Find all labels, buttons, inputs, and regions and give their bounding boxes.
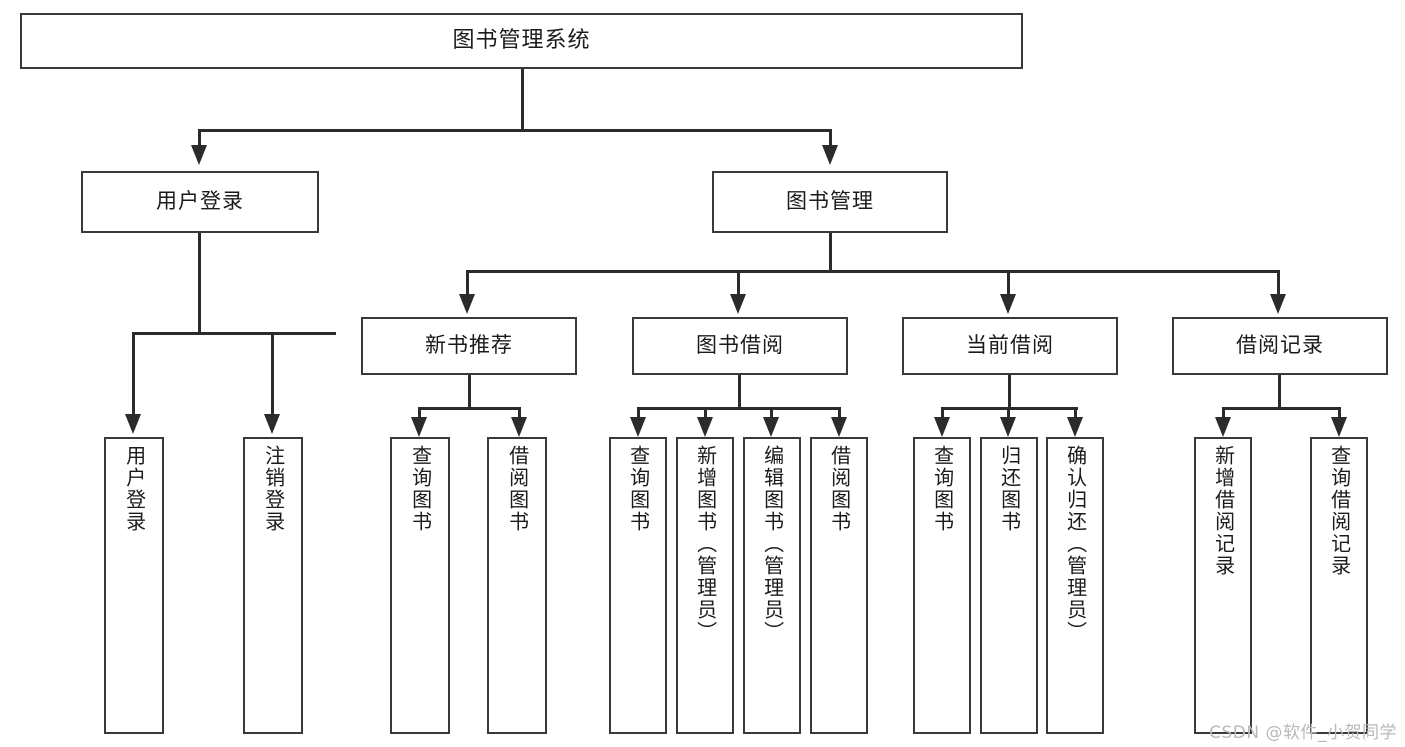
connector-drop-bb3 bbox=[838, 407, 841, 419]
node-label: 确认归还（管理员） bbox=[1063, 445, 1088, 643]
leaf-query-book-borrow[interactable]: 查询图书 bbox=[609, 437, 667, 734]
node-current-borrow[interactable]: 当前借阅 bbox=[902, 317, 1118, 375]
node-label: 当前借阅 bbox=[966, 333, 1054, 358]
leaf-logout[interactable]: 注销登录 bbox=[243, 437, 303, 734]
leaf-borrow-book-newbook[interactable]: 借阅图书 bbox=[487, 437, 547, 734]
arrowhead-br0 bbox=[1215, 417, 1231, 437]
node-label: 新增图书（管理员） bbox=[693, 445, 718, 643]
arrowhead-leaf-ul1 bbox=[264, 414, 280, 434]
csdn-watermark: CSDN @软件_小贺同学 bbox=[1209, 723, 1397, 743]
connector-drop-bb2 bbox=[770, 407, 773, 419]
node-label: 查询借阅记录 bbox=[1327, 445, 1352, 577]
connector-drop-leaf-ul0 bbox=[132, 332, 135, 416]
arrowhead-br1 bbox=[1331, 417, 1347, 437]
connector-drop-cb1 bbox=[1007, 407, 1010, 419]
connector-book-borrow-stem bbox=[738, 375, 741, 409]
node-label: 用户登录 bbox=[156, 189, 244, 214]
connector-drop-user-login bbox=[198, 129, 201, 147]
leaf-edit-book-admin[interactable]: 编辑图书（管理员） bbox=[743, 437, 801, 734]
leaf-return-book[interactable]: 归还图书 bbox=[980, 437, 1038, 734]
arrowhead-leaf-ul0 bbox=[125, 414, 141, 434]
node-label: 查询图书 bbox=[408, 445, 433, 533]
arrowhead-bb1 bbox=[697, 417, 713, 437]
node-label: 归还图书 bbox=[997, 445, 1022, 533]
arrowhead-current-borrow bbox=[1000, 294, 1016, 314]
node-label: 查询图书 bbox=[930, 445, 955, 533]
connector-drop-cb0 bbox=[941, 407, 944, 419]
leaf-add-borrow-record[interactable]: 新增借阅记录 bbox=[1194, 437, 1252, 734]
arrowhead-book-borrow bbox=[730, 294, 746, 314]
connector-current-borrow-stem bbox=[1008, 375, 1011, 409]
connector-drop-book-borrow bbox=[737, 270, 740, 296]
node-label: 图书借阅 bbox=[696, 333, 784, 358]
node-label: 用户登录 bbox=[122, 445, 147, 533]
leaf-query-borrow-record[interactable]: 查询借阅记录 bbox=[1310, 437, 1368, 734]
node-new-book-recommend[interactable]: 新书推荐 bbox=[361, 317, 577, 375]
arrowhead-user-login bbox=[191, 145, 207, 165]
node-label: 查询图书 bbox=[626, 445, 651, 533]
connector-drop-bb0 bbox=[637, 407, 640, 419]
connector-drop-current-borrow bbox=[1007, 270, 1010, 296]
arrowhead-nb0 bbox=[411, 417, 427, 437]
connector-root-bus bbox=[198, 129, 832, 132]
node-root-system[interactable]: 图书管理系统 bbox=[20, 13, 1023, 69]
connector-root-stem bbox=[521, 69, 524, 130]
arrowhead-new-book bbox=[459, 294, 475, 314]
connector-drop-borrow-record bbox=[1277, 270, 1280, 296]
leaf-query-book-current[interactable]: 查询图书 bbox=[913, 437, 971, 734]
leaf-confirm-return-admin[interactable]: 确认归还（管理员） bbox=[1046, 437, 1104, 734]
node-label: 编辑图书（管理员） bbox=[760, 445, 785, 643]
leaf-user-login[interactable]: 用户登录 bbox=[104, 437, 164, 734]
node-label: 注销登录 bbox=[261, 445, 286, 533]
arrowhead-book-mgmt bbox=[822, 145, 838, 165]
connector-drop-br0 bbox=[1222, 407, 1225, 419]
leaf-borrow-book[interactable]: 借阅图书 bbox=[810, 437, 868, 734]
connector-drop-book-mgmt bbox=[829, 129, 832, 147]
leaf-query-book-newbook[interactable]: 查询图书 bbox=[390, 437, 450, 734]
connector-borrow-record-bus bbox=[1222, 407, 1340, 410]
connector-drop-cb2 bbox=[1074, 407, 1077, 419]
arrowhead-bb0 bbox=[630, 417, 646, 437]
connector-book-mgmt-stem bbox=[829, 233, 832, 272]
connector-drop-nb0 bbox=[418, 407, 421, 419]
connector-drop-nb1 bbox=[518, 407, 521, 419]
connector-borrow-record-stem bbox=[1278, 375, 1281, 409]
node-label: 新增借阅记录 bbox=[1211, 445, 1236, 577]
connector-drop-new-book bbox=[466, 270, 469, 296]
arrowhead-bb3 bbox=[831, 417, 847, 437]
arrowhead-nb1 bbox=[511, 417, 527, 437]
arrowhead-cb2 bbox=[1067, 417, 1083, 437]
node-label: 图书管理 bbox=[786, 189, 874, 214]
node-label: 借阅图书 bbox=[827, 445, 852, 533]
node-user-login[interactable]: 用户登录 bbox=[81, 171, 319, 233]
arrowhead-borrow-record bbox=[1270, 294, 1286, 314]
arrowhead-cb1 bbox=[1000, 417, 1016, 437]
node-borrow-record[interactable]: 借阅记录 bbox=[1172, 317, 1388, 375]
connector-book-borrow-bus bbox=[637, 407, 841, 410]
arrowhead-cb0 bbox=[934, 417, 950, 437]
connector-drop-bb1 bbox=[704, 407, 707, 419]
node-label: 借阅记录 bbox=[1236, 333, 1324, 358]
node-label: 图书管理系统 bbox=[452, 27, 591, 53]
connector-new-book-bus bbox=[418, 407, 521, 410]
node-book-management[interactable]: 图书管理 bbox=[712, 171, 948, 233]
connector-drop-leaf-ul1 bbox=[271, 332, 274, 416]
leaf-add-book-admin[interactable]: 新增图书（管理员） bbox=[676, 437, 734, 734]
node-label: 借阅图书 bbox=[505, 445, 530, 533]
node-book-borrow[interactable]: 图书借阅 bbox=[632, 317, 848, 375]
arrowhead-bb2 bbox=[763, 417, 779, 437]
node-label: 新书推荐 bbox=[425, 333, 513, 358]
connector-user-login-stem bbox=[198, 233, 201, 334]
connector-book-mgmt-bus bbox=[466, 270, 1280, 273]
connector-user-login-bus bbox=[132, 332, 336, 335]
connector-new-book-stem bbox=[468, 375, 471, 409]
connector-drop-br1 bbox=[1338, 407, 1341, 419]
